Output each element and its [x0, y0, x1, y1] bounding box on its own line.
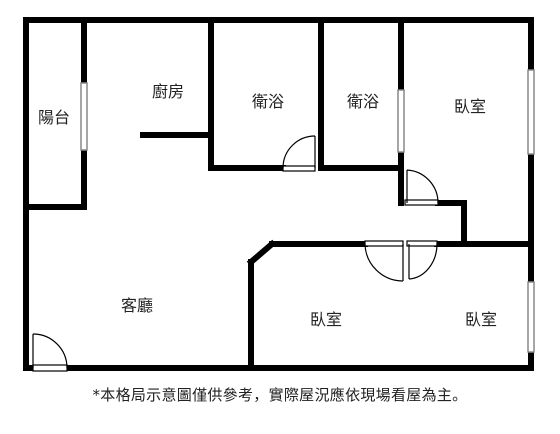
bedroom-bottom-right-label: 臥室	[465, 310, 497, 329]
bath-left-door	[282, 135, 316, 172]
bedroom-bottom-left-label: 臥室	[310, 310, 342, 329]
room-labels: 陽台 廚房 衛浴 衛浴 臥室 客廳 臥室 臥室	[38, 82, 497, 329]
outer-walls	[23, 17, 534, 371]
bedroom-bottom-left-door	[364, 240, 404, 282]
bedroom-bottom-right-door	[406, 240, 438, 280]
entrance-door	[32, 333, 68, 372]
kitchen-label: 廚房	[152, 82, 184, 101]
windows	[80, 69, 535, 353]
interior-walls	[23, 17, 534, 371]
disclaimer-note: *本格局示意圖僅供參考，實際屋況應依現場看屋為主。	[92, 386, 468, 404]
balcony-label: 陽台	[38, 108, 70, 127]
floor-plan: 陽台 廚房 衛浴 衛浴 臥室 客廳 臥室 臥室	[23, 17, 535, 372]
bath-left-label: 衛浴	[252, 92, 284, 111]
doors	[32, 135, 439, 372]
bath-right-label: 衛浴	[347, 92, 379, 111]
living-room-label: 客廳	[121, 296, 153, 315]
bedroom-top-right-label: 臥室	[454, 97, 486, 116]
bedroom-top-door	[404, 169, 439, 206]
